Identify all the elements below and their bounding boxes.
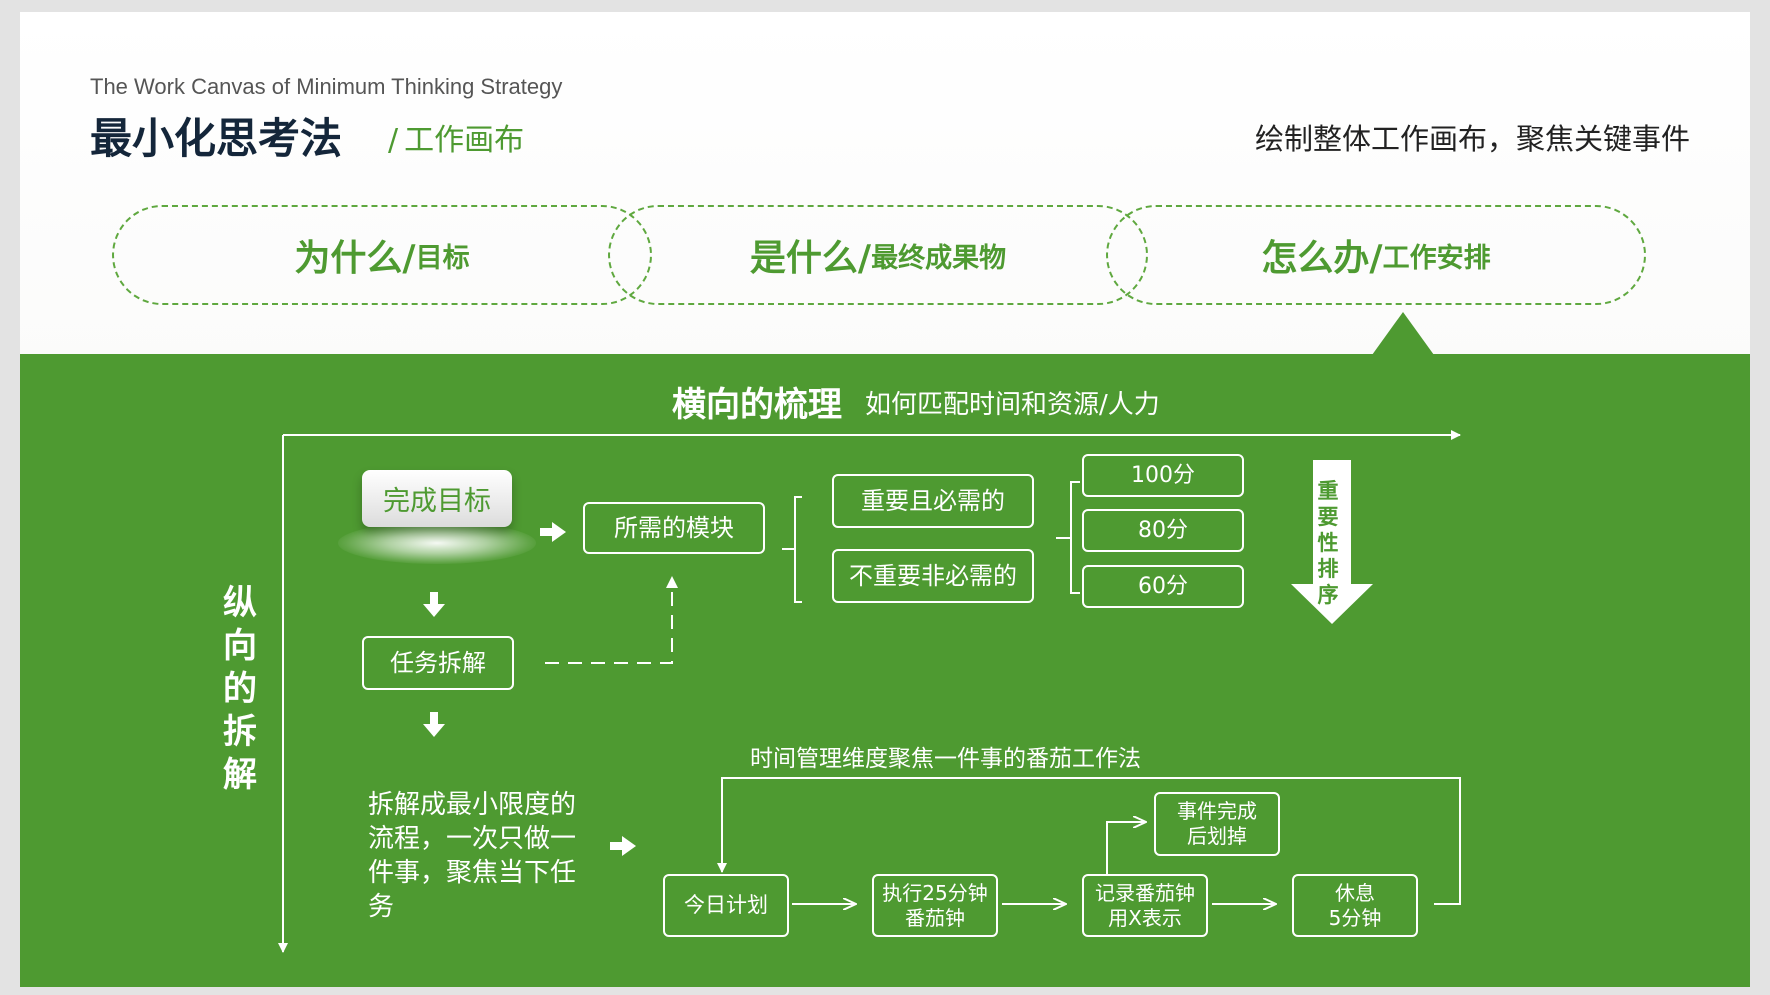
score-60-box: 60分 — [1082, 565, 1244, 608]
step-plan-box: 今日计划 — [663, 874, 789, 937]
step-execute-box: 执行25分钟 番茄钟 — [872, 874, 998, 937]
pill-what-sub: 最终成果物 — [871, 242, 1007, 274]
slide: The Work Canvas of Minimum Thinking Stra… — [20, 12, 1750, 987]
step-done-box: 事件完成 后划掉 — [1154, 792, 1280, 856]
down-arrow-2 — [423, 712, 445, 737]
bracket-left — [794, 496, 802, 603]
right-arrow-desc — [610, 836, 636, 856]
flow-arrow-done — [1106, 822, 1146, 874]
canvas-subtitle: The Work Canvas of Minimum Thinking Stra… — [90, 74, 563, 99]
pointer-triangle — [1372, 312, 1434, 355]
score-80-box: 80分 — [1082, 509, 1244, 552]
title-sub-text: 工作画布 — [404, 123, 525, 158]
pill-what: 是什么/最终成果物 — [608, 205, 1148, 305]
right-arrow-goal — [540, 522, 566, 542]
step-record-box: 记录番茄钟 用X表示 — [1082, 874, 1208, 937]
tagline: 绘制整体工作画布，聚焦关键事件 — [1254, 122, 1690, 156]
horizontal-title: 横向的梳理 — [672, 385, 842, 425]
horizontal-subtitle: 如何匹配时间和资源/人力 — [865, 390, 1160, 420]
pill-what-main: 是什么/ — [749, 238, 872, 279]
modules-box: 所需的模块 — [583, 502, 765, 554]
vertical-title: 纵向的拆解 — [223, 583, 257, 795]
title-suffix: /工作画布 — [388, 115, 524, 159]
down-arrow-1 — [423, 592, 445, 617]
bracket-right — [1070, 481, 1080, 594]
title-slash: / — [388, 123, 399, 158]
pill-how-sub: 工作安排 — [1382, 242, 1491, 274]
goal-glow — [338, 522, 536, 564]
pill-why-sub: 目标 — [415, 242, 470, 274]
loop-line — [717, 777, 1461, 905]
dashed-connector — [545, 584, 673, 664]
pill-how: 怎么办/工作安排 — [1106, 205, 1646, 305]
pill-why-main: 为什么/ — [294, 238, 416, 279]
split-description: 拆解成最小限度的流程，一次只做一件事，聚焦当下任务 — [368, 790, 577, 922]
important-box: 重要且必需的 — [832, 474, 1034, 528]
ranking-label: 重要性排序 — [1317, 479, 1339, 607]
green-panel — [20, 354, 1750, 987]
page-title: 最小化思考法 — [90, 114, 343, 163]
ranking-arrow — [1291, 460, 1373, 624]
pill-how-main: 怎么办/ — [1261, 238, 1383, 279]
goal-button: 完成目标 — [362, 470, 512, 527]
diagram-lines — [278, 430, 1461, 953]
unimportant-box: 不重要非必需的 — [832, 549, 1034, 603]
score-100-box: 100分 — [1082, 454, 1244, 497]
pomodoro-title: 时间管理维度聚焦一件事的番茄工作法 — [750, 746, 1141, 772]
task-split-box: 任务拆解 — [362, 636, 514, 690]
step-rest-box: 休息 5分钟 — [1292, 874, 1418, 937]
